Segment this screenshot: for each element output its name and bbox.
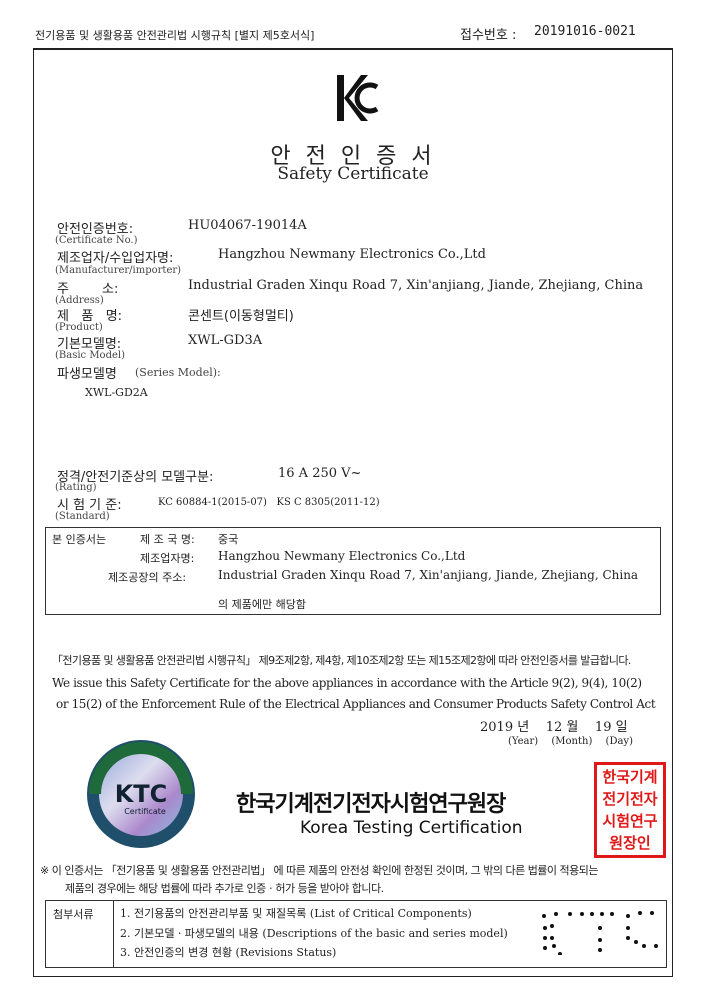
address-value: Industrial Graden Xinqu Road 7, Xin'anji… (188, 278, 644, 293)
manufacturer-label: 제조업자/수입업자명: (57, 251, 174, 266)
date-day-unit: 일 (615, 720, 628, 735)
cert-no-sublabel: (Certificate No.) (55, 235, 138, 246)
scope-box (45, 527, 661, 615)
certificate-frame (33, 48, 673, 977)
address-sublabel: (Address) (55, 295, 104, 306)
receipt-number: 20191016-0021 (534, 24, 636, 39)
rating-sublabel: (Rating) (55, 482, 97, 493)
maker-value: Hangzhou Newmany Electronics Co.,Ltd (218, 549, 466, 563)
basic-model-label: 기본모델명: (57, 337, 122, 352)
note-line-2: 제품의 경우에는 해당 법률에 따라 추가로 인증ㆍ허가 등을 받아야 합니다. (65, 882, 384, 895)
note-line-1: ※ 이 인증서는 「전기용품 및 생활용품 안전관리법」 에 따른 제품의 안전… (40, 864, 599, 877)
manufacturer-sublabel: (Manufacturer/importer) (55, 265, 182, 276)
official-red-stamp: 한국기계전기전자시험연구원장인 (594, 762, 666, 858)
ktc-hologram-seal: KTC Certificate (87, 740, 195, 848)
date-day: 19 (594, 720, 612, 735)
series-model-sublabel: (Series Model): (135, 366, 221, 379)
manufacturer-value: Hangzhou Newmany Electronics Co.,Ltd (218, 247, 486, 262)
standard-sublabel: (Standard) (55, 511, 110, 522)
product-value: 콘센트(이동형멀티) (188, 309, 294, 324)
cert-no-label: 안전인증번호: (57, 222, 134, 237)
country-value: 중국 (218, 533, 239, 546)
attachments-table (45, 900, 667, 968)
perforation-dots (542, 911, 658, 955)
statement-korean: 「전기용품 및 생활용품 안전관리법 시행규칙」 제9조제2항, 제4항, 제1… (52, 654, 631, 667)
basic-model-sublabel: (Basic Model) (55, 350, 125, 361)
issuer-name-english: Korea Testing Certification (300, 818, 523, 838)
standard-value: KC 60884-1(2015-07) KS C 8305(2011-12) (158, 497, 380, 508)
issue-date: 2019 년 12 월 19 일 (480, 716, 628, 735)
date-year: 2019 (480, 720, 514, 735)
scope-closing: 의 제품에만 해당함 (218, 598, 306, 611)
factory-label: 제조공장의 주소: (108, 571, 187, 584)
date-day-label: (Day) (605, 736, 633, 747)
series-model-label: 파생모델명 (57, 367, 117, 382)
maker-label: 제조업자명: (140, 552, 195, 565)
product-sublabel: (Product) (55, 322, 103, 333)
title-korean: 안 전 인 증 서 (270, 144, 436, 169)
seal-sub-text: Certificate (124, 807, 166, 816)
date-month: 12 (545, 720, 563, 735)
date-month-label: (Month) (551, 736, 593, 747)
attachments-label: 첨부서류 (53, 908, 94, 921)
issuer-name-korean: 한국기계전기전자시험연구원장 (236, 792, 506, 817)
kc-mark-logo (337, 75, 379, 121)
cert-no-value: HU04067-19014A (188, 218, 307, 233)
date-month-unit: 월 (566, 720, 579, 735)
seal-center-text: KTC (115, 780, 168, 808)
rating-value: 16 A 250 V~ (278, 466, 362, 481)
receipt-label: 접수번호 : (460, 28, 517, 43)
date-year-label: (Year) (508, 736, 539, 747)
statement-english-1: We issue this Safety Certificate for the… (52, 676, 642, 690)
attachment-item: 3. 안전인증의 변경 현황 (Revisions Status) (120, 946, 337, 959)
statement-english-2: or 15(2) of the Enforcement Rule of the … (56, 697, 656, 711)
basic-model-value: XWL-GD3A (188, 333, 263, 348)
form-reference: 전기용품 및 생활용품 안전관리법 시행규칙 [별지 제5호서식] (35, 29, 315, 42)
attachment-item: 1. 전기용품의 안전관리부품 및 재질목록 (List of Critical… (120, 907, 472, 920)
address-label: 주 소: (57, 282, 119, 297)
scope-intro: 본 인증서는 (52, 533, 107, 546)
country-label: 제 조 국 명: (140, 533, 195, 546)
series-model-value: XWL-GD2A (85, 386, 148, 399)
attachment-item: 2. 기본모델ㆍ파생모델의 내용 (Descriptions of the ba… (120, 927, 508, 940)
factory-value: Industrial Graden Xinqu Road 7, Xin'anji… (218, 568, 639, 582)
title-english: Safety Certificate (277, 164, 429, 184)
rating-label: 정격/안전기준상의 모델구분: (57, 470, 214, 485)
issue-date-labels: (Year) (Month) (Day) (508, 736, 633, 747)
date-year-unit: 년 (517, 720, 530, 735)
standard-label: 시 험 기 준: (57, 498, 122, 513)
product-label: 제 품 명: (57, 309, 123, 324)
